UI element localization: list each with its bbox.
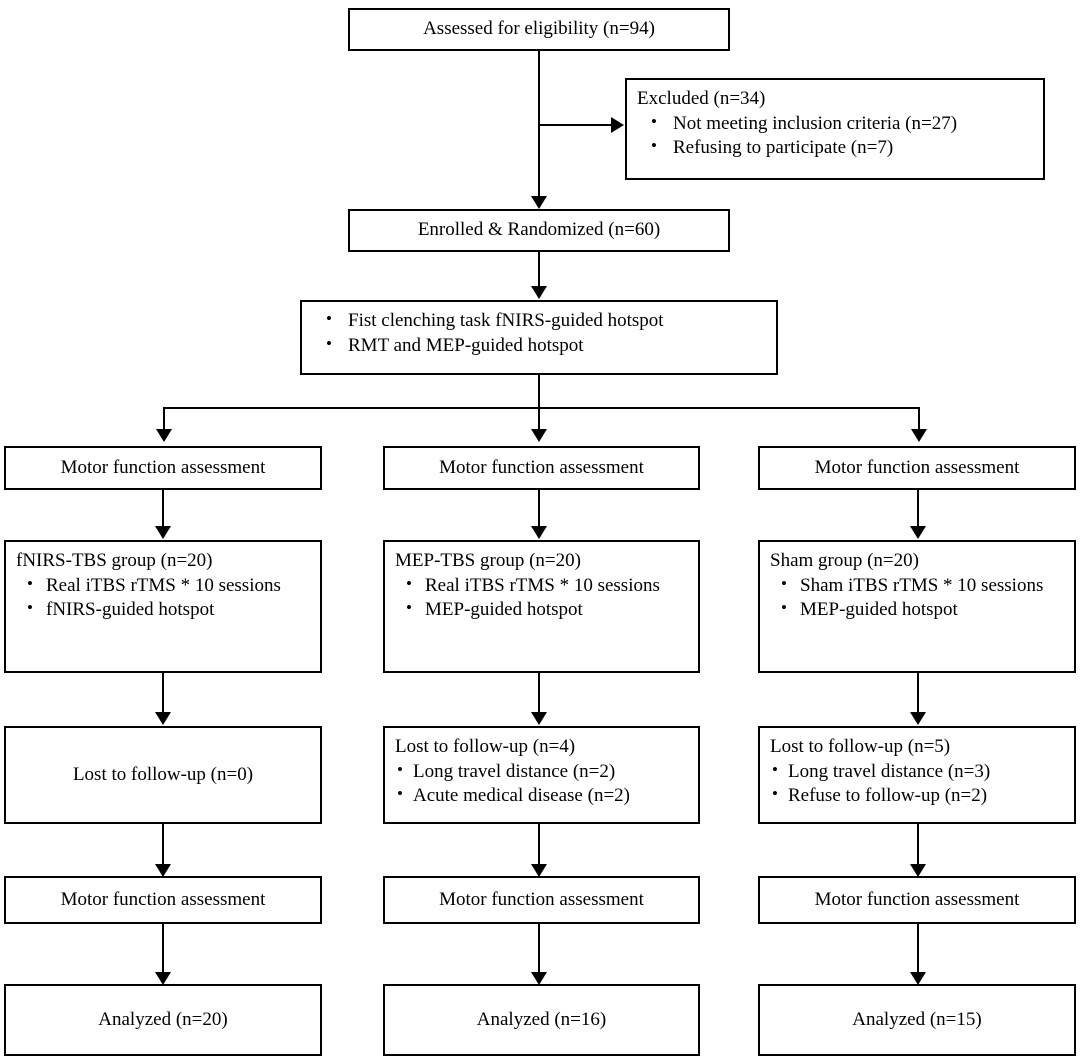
- arrowhead-arm2: [531, 429, 547, 442]
- node-enrolled-randomized: Enrolled & Randomized (n=60): [348, 209, 730, 252]
- node-label: Motor function assessment: [439, 888, 644, 910]
- node-label: Motor function assessment: [814, 456, 1020, 478]
- arrowhead-tasks: [531, 286, 547, 299]
- node-label: Analyzed (n=16): [476, 1008, 607, 1030]
- connector-enrolled-to-tasks: [538, 252, 540, 288]
- task-list: Fist clenching task fNIRS-guided hotspot…: [312, 308, 768, 359]
- node-label: Motor function assessment: [439, 456, 644, 478]
- arm2-lost-list: Long travel distance (n=2) Acute medical…: [395, 759, 690, 809]
- list-item: Long travel distance (n=2): [395, 759, 690, 785]
- arm3-connector-post-to-analyzed: [917, 924, 919, 976]
- arm3-post-assessment: Motor function assessment: [758, 876, 1076, 924]
- excluded-reason-list: Not meeting inclusion criteria (n=27) Re…: [637, 111, 1035, 161]
- node-label: Enrolled & Randomized (n=60): [417, 219, 661, 241]
- arm3-arrowhead-analyzed: [910, 972, 926, 985]
- connector-split-left: [163, 407, 165, 431]
- arrowhead-arm3: [911, 429, 927, 442]
- connector-tasks-trunk: [538, 375, 540, 408]
- node-label: Analyzed (n=15): [852, 1008, 982, 1030]
- list-item: fNIRS-guided hotspot: [16, 597, 312, 623]
- arm2-arrowhead-group: [531, 526, 547, 539]
- arm2-arrowhead-post: [531, 864, 547, 877]
- connector-assessed-to-enrolled: [538, 51, 540, 201]
- arm2-group-box: MEP-TBS group (n=20) Real iTBS rTMS * 10…: [383, 540, 700, 673]
- arm1-arrowhead-lost: [155, 712, 171, 725]
- arm1-connector-group-to-lost: [162, 673, 164, 715]
- arm1-group-box: fNIRS-TBS group (n=20) Real iTBS rTMS * …: [4, 540, 322, 673]
- arm1-pre-assessment: Motor function assessment: [4, 446, 322, 490]
- arm1-analyzed-box: Analyzed (n=20): [4, 984, 322, 1056]
- arm2-group-header: MEP-TBS group (n=20): [395, 550, 581, 571]
- arm2-arrowhead-lost: [531, 712, 547, 725]
- arm3-lost-header: Lost to follow-up (n=5): [770, 736, 951, 757]
- connector-split-right: [918, 407, 920, 431]
- node-assessed-for-eligibility: Assessed for eligibility (n=94): [348, 8, 730, 51]
- arm3-pre-assessment: Motor function assessment: [758, 446, 1076, 490]
- list-item: Not meeting inclusion criteria (n=27): [637, 111, 1035, 137]
- arm2-connector-pre-to-group: [538, 490, 540, 528]
- arm3-connector-pre-to-group: [917, 490, 919, 528]
- arm3-arrowhead-lost: [910, 712, 926, 725]
- arm2-connector-lost-to-post: [538, 824, 540, 868]
- connector-split-middle: [538, 407, 540, 431]
- list-item: Fist clenching task fNIRS-guided hotspot: [312, 308, 768, 334]
- list-item: Real iTBS rTMS * 10 sessions: [16, 573, 312, 599]
- list-item: Refuse to follow-up (n=2): [770, 783, 1066, 809]
- arm1-group-header: fNIRS-TBS group (n=20): [16, 550, 213, 571]
- connector-split-bar: [163, 407, 920, 409]
- arm3-lost-box: Lost to follow-up (n=5) Long travel dist…: [758, 726, 1076, 824]
- node-hotspot-tasks: Fist clenching task fNIRS-guided hotspot…: [300, 300, 778, 375]
- arrowhead-enrolled: [531, 196, 547, 209]
- arrowhead-excluded: [611, 117, 624, 133]
- arm2-pre-assessment: Motor function assessment: [383, 446, 700, 490]
- list-item: Acute medical disease (n=2): [395, 783, 690, 809]
- arm3-group-header: Sham group (n=20): [770, 550, 919, 571]
- node-excluded: Excluded (n=34) Not meeting inclusion cr…: [625, 78, 1045, 180]
- list-item: Long travel distance (n=3): [770, 759, 1066, 785]
- arm3-arrowhead-group: [910, 526, 926, 539]
- arm2-lost-header: Lost to follow-up (n=4): [395, 736, 576, 757]
- excluded-header: Excluded (n=34): [637, 88, 766, 109]
- arm1-lost-box: Lost to follow-up (n=0): [4, 726, 322, 824]
- list-item: MEP-guided hotspot: [770, 597, 1066, 623]
- arm1-arrowhead-post: [155, 864, 171, 877]
- arm3-group-list: Sham iTBS rTMS * 10 sessions MEP-guided …: [770, 573, 1066, 623]
- list-item: Refusing to participate (n=7): [637, 135, 1035, 161]
- arm1-connector-post-to-analyzed: [162, 924, 164, 976]
- arm1-arrowhead-group: [155, 526, 171, 539]
- arm3-lost-list: Long travel distance (n=3) Refuse to fol…: [770, 759, 1066, 809]
- arm1-connector-pre-to-group: [162, 490, 164, 528]
- connector-to-excluded: [538, 124, 612, 126]
- arm3-connector-group-to-lost: [917, 673, 919, 715]
- node-label: Motor function assessment: [814, 888, 1020, 910]
- arm1-connector-lost-to-post: [162, 824, 164, 868]
- arm2-connector-post-to-analyzed: [538, 924, 540, 976]
- node-label: Assessed for eligibility (n=94): [423, 18, 655, 40]
- arm1-post-assessment: Motor function assessment: [4, 876, 322, 924]
- list-item: Sham iTBS rTMS * 10 sessions: [770, 573, 1066, 599]
- list-item: Real iTBS rTMS * 10 sessions: [395, 573, 690, 599]
- arm2-group-list: Real iTBS rTMS * 10 sessions MEP-guided …: [395, 573, 690, 623]
- arm2-post-assessment: Motor function assessment: [383, 876, 700, 924]
- arrowhead-arm1: [156, 429, 172, 442]
- node-label: Motor function assessment: [60, 888, 266, 910]
- node-label: Analyzed (n=20): [98, 1008, 228, 1030]
- arm3-group-box: Sham group (n=20) Sham iTBS rTMS * 10 se…: [758, 540, 1076, 673]
- arm2-arrowhead-analyzed: [531, 972, 547, 985]
- arm1-group-list: Real iTBS rTMS * 10 sessions fNIRS-guide…: [16, 573, 312, 623]
- arm3-connector-lost-to-post: [917, 824, 919, 868]
- arm3-arrowhead-post: [910, 864, 926, 877]
- arm2-analyzed-box: Analyzed (n=16): [383, 984, 700, 1056]
- arm3-analyzed-box: Analyzed (n=15): [758, 984, 1076, 1056]
- arm1-arrowhead-analyzed: [155, 972, 171, 985]
- list-item: MEP-guided hotspot: [395, 597, 690, 623]
- arm2-connector-group-to-lost: [538, 673, 540, 715]
- node-label: Motor function assessment: [60, 456, 266, 478]
- list-item: RMT and MEP-guided hotspot: [312, 333, 768, 359]
- arm1-lost-header: Lost to follow-up (n=0): [72, 763, 254, 785]
- arm2-lost-box: Lost to follow-up (n=4) Long travel dist…: [383, 726, 700, 824]
